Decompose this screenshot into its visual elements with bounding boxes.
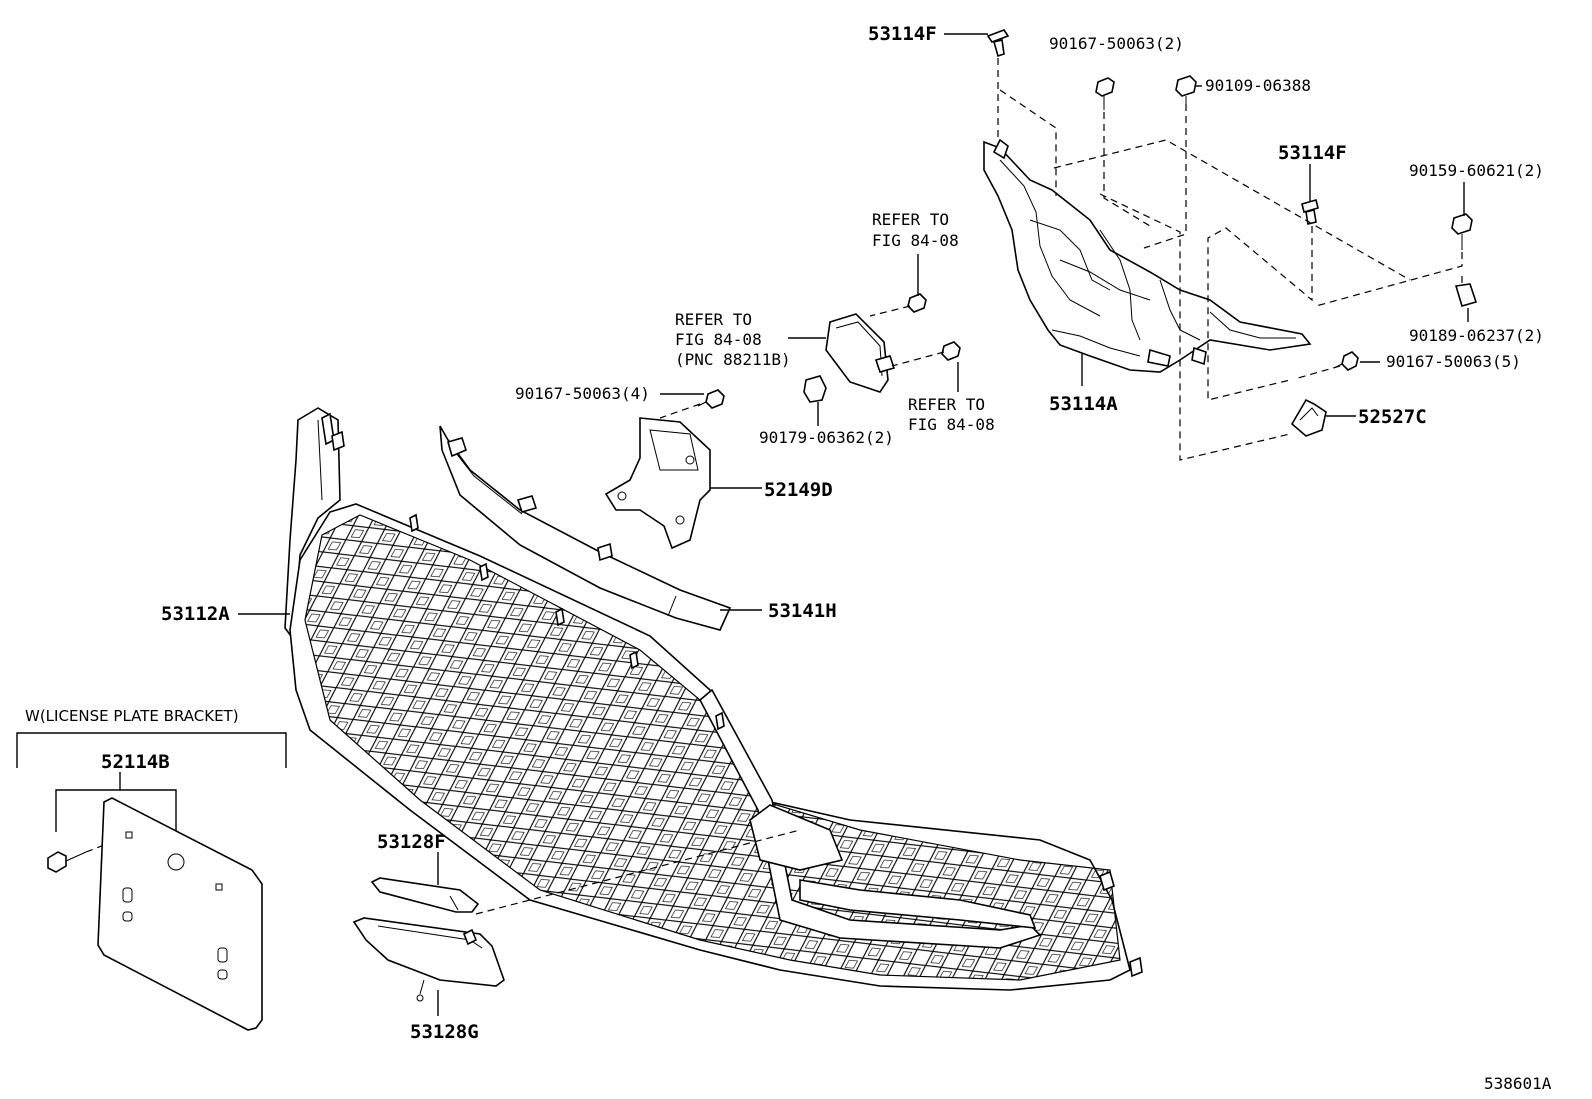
bolt-icon <box>1451 213 1473 250</box>
part-number-90167-50063-5: 90167-50063(5) <box>1386 352 1521 371</box>
clip-icon <box>1290 398 1327 437</box>
illustration-number: 538601A <box>1484 1074 1552 1093</box>
part-number-53112A: 53112A <box>161 603 230 625</box>
bolt-icon <box>47 851 87 873</box>
part-number-53128G: 53128G <box>410 1021 479 1043</box>
part-number-90179-06362-2: 90179-06362(2) <box>759 428 894 447</box>
part-number-52527C: 52527C <box>1358 406 1427 428</box>
bolt-icon <box>1095 77 1115 110</box>
radiator-grille <box>284 407 1143 991</box>
part-number-90167-50063-2: 90167-50063(2) <box>1049 34 1184 53</box>
part-number-52114B: 52114B <box>101 751 170 773</box>
lower-cover-53128G <box>352 917 505 1002</box>
refer-to-label-3-line2: FIG 84-08 <box>908 415 995 434</box>
refer-to-label-2-line2: FIG 84-08 <box>675 330 762 349</box>
bolt-icon <box>1175 75 1197 104</box>
bolt-icon <box>1333 351 1359 371</box>
part-number-90189-06237-2: 90189-06237(2) <box>1409 326 1544 345</box>
radar-sensor <box>825 313 896 393</box>
part-number-52149D: 52149D <box>764 479 833 501</box>
grille-support-upper <box>983 138 1312 373</box>
nut-icon <box>803 375 827 403</box>
refer-to-label-2-line3: (PNC 88211B) <box>675 350 791 369</box>
refer-to-label-1-line1: REFER TO <box>872 210 949 229</box>
refer-to-label-3-line1: REFER TO <box>908 395 985 414</box>
license-plate-bracket <box>97 797 263 1031</box>
refer-to-label-1-line2: FIG 84-08 <box>872 231 959 250</box>
assembly-lines <box>475 58 1463 915</box>
nut-icon <box>1454 283 1478 307</box>
part-number-53114A: 53114A <box>1049 393 1118 415</box>
part-number-53128F: 53128F <box>377 831 446 853</box>
part-number-90167-50063-4: 90167-50063(4) <box>515 384 650 403</box>
screw-icon <box>941 341 961 361</box>
bolt-icon <box>907 293 927 313</box>
part-number-53141H: 53141H <box>768 600 837 622</box>
part-number-90109-06388: 90109-06388 <box>1205 76 1311 95</box>
part-number-53114F-top: 53114F <box>868 23 937 45</box>
leader-lines <box>238 33 1469 1016</box>
part-number-90159-60621-2: 90159-60621(2) <box>1409 161 1544 180</box>
license-plate-bracket-header: W(LICENSE PLATE BRACKET) <box>25 707 239 725</box>
refer-to-label-2-line1: REFER TO <box>675 310 752 329</box>
clip-icon <box>1301 199 1319 225</box>
bolt-icon <box>697 389 725 409</box>
clip-icon <box>986 29 1010 58</box>
part-number-53114F-mid: 53114F <box>1278 142 1347 164</box>
license-plate-bracket-group: W(LICENSE PLATE BRACKET) 52114B <box>16 707 287 1031</box>
sensor-bracket <box>604 417 711 550</box>
lower-cover-53128F <box>370 877 480 913</box>
grille-molding <box>439 425 732 631</box>
